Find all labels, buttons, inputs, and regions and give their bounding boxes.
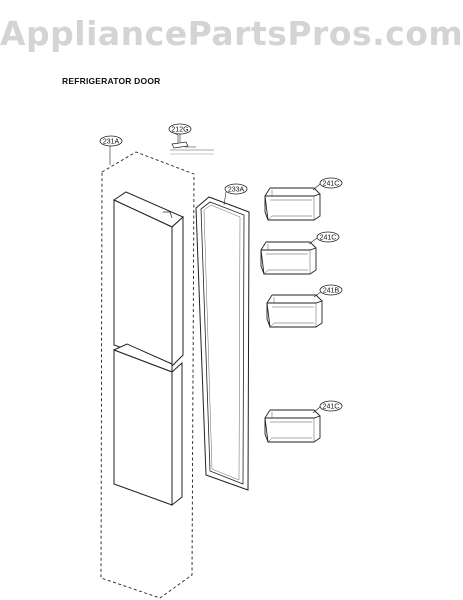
door-basket-2: [260, 241, 317, 275]
callout-241C-1: 241C: [319, 177, 343, 189]
diagram-title: REFRIGERATOR DOOR: [62, 76, 161, 86]
callout-label-241C-3: 241C: [323, 404, 340, 411]
door-panel-lower: [112, 343, 183, 507]
hinge-part: [170, 132, 214, 155]
callout-label-241C-2: 241C: [320, 235, 337, 242]
door-gasket: [195, 196, 250, 491]
door-basket-4: [264, 409, 321, 443]
door-assembly-outline: [100, 151, 195, 599]
callout-241C-3: 241C: [319, 400, 343, 412]
callout-231A: 231A: [99, 135, 123, 147]
callout-label-241B: 241B: [323, 288, 340, 295]
callout-label-233A: 233A: [228, 187, 245, 194]
door-basket-3: [266, 294, 323, 328]
callout-233A: 233A: [224, 183, 248, 195]
door-panel-upper: [112, 191, 184, 368]
site-watermark: AppliancePartsPros.com: [0, 14, 463, 53]
callout-241C-2: 241C: [316, 231, 340, 243]
leader-lines: [109, 134, 323, 414]
callout-label-231A: 231A: [103, 139, 120, 146]
callout-212G: 212G: [168, 123, 192, 135]
callout-label-241C-1: 241C: [323, 181, 340, 188]
callout-241B: 241B: [319, 284, 343, 296]
door-basket-1: [264, 187, 321, 221]
callout-label-212G: 212G: [171, 127, 188, 134]
